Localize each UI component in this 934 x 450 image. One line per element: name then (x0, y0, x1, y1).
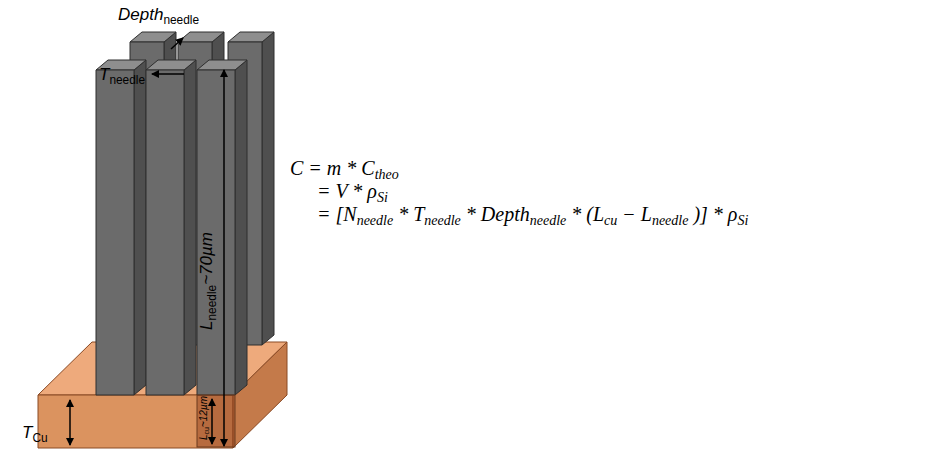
needle-face (146, 60, 196, 70)
label-text: = [N (317, 203, 357, 225)
subscript: needle (652, 213, 689, 228)
needle-face (262, 32, 274, 345)
lcu-arrow (211, 399, 213, 444)
label-group: TCu (22, 424, 48, 444)
tcu-arrow (69, 400, 71, 445)
label-text: L (197, 321, 216, 330)
needle-face (197, 70, 235, 395)
label-text: = V * ρ (317, 180, 377, 202)
label-group: Lneedle~70µm (198, 232, 218, 330)
subscript: needle (530, 213, 567, 228)
needle-face (197, 60, 247, 70)
needle-face (96, 70, 134, 395)
label-text: )] * ρ (693, 203, 737, 225)
label-text: L (198, 434, 209, 440)
label-group: C = m * Ctheo (290, 158, 399, 182)
needle-face (184, 60, 196, 395)
needle-face (130, 32, 176, 42)
subscript: needle (205, 285, 219, 321)
subscript: needle (163, 13, 199, 27)
needle-face (228, 32, 274, 42)
subscript: Si (377, 190, 388, 205)
subscript: cu (604, 213, 617, 228)
subscript: Cu (32, 431, 47, 445)
depth-arrow (171, 38, 183, 49)
label-group: Lcu~12µm (199, 396, 210, 440)
label-text: ~12µm (198, 396, 209, 427)
subscript: theo (375, 167, 399, 182)
label-text: Depth (118, 5, 163, 24)
label-text: − L (622, 203, 652, 225)
label-group: = [Nneedle* Tneedle* Depthneedle* (Lcu− … (312, 204, 748, 228)
label-text: * Depth (466, 203, 530, 225)
needle-face (146, 70, 184, 395)
label-text: T (22, 423, 32, 442)
needle-face (235, 60, 247, 395)
label-text: T (99, 65, 109, 84)
label-group: = V * ρSi (312, 181, 388, 205)
label-text: * T (398, 203, 424, 225)
label-text: * (L (571, 203, 604, 225)
subscript: needle (424, 213, 461, 228)
needle-face (134, 60, 146, 395)
needle-face (178, 32, 224, 42)
label-group: Depthneedle (118, 6, 199, 26)
label-text: ~70µm (197, 232, 216, 285)
label-group: Tneedle (99, 66, 145, 86)
subscript: cu (203, 427, 210, 434)
embedded-needle (197, 395, 235, 447)
needle-array (96, 32, 274, 395)
subscript: needle (357, 213, 394, 228)
lneedle-arrow (223, 70, 225, 446)
subscript: needle (109, 73, 145, 87)
tneedle-arrow (152, 73, 184, 75)
label-text: C = m * C (290, 157, 375, 179)
subscript: Si (737, 213, 748, 228)
